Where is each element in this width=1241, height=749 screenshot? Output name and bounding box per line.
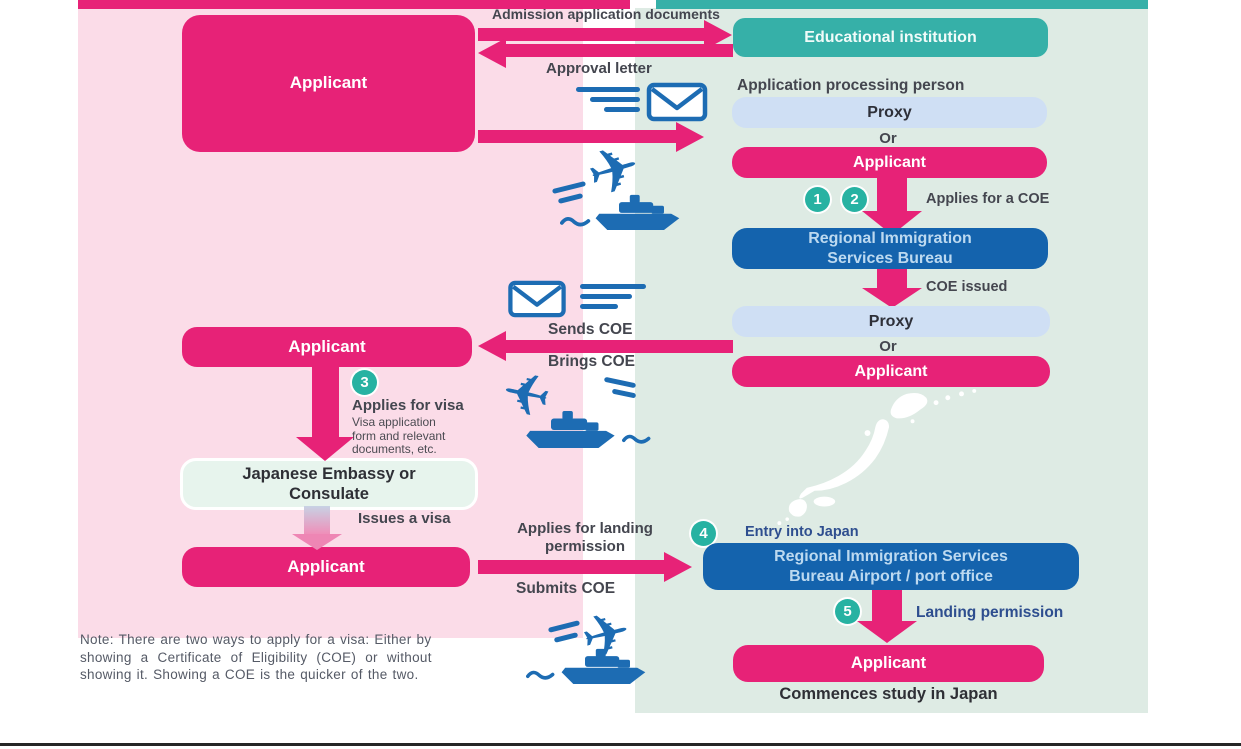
applies-landing-label: Applies for landing permission	[482, 520, 688, 556]
landing-permission-label: Landing permission	[916, 604, 1064, 621]
arrow-to-institution	[478, 28, 704, 41]
commences-label: Commences study in Japan	[779, 685, 998, 703]
arrow-applies-visa	[312, 367, 339, 439]
applicant-label: Applicant	[850, 653, 927, 672]
embassy-box: Japanese Embassy or Consulate	[180, 458, 478, 510]
applies-coe-label: Applies for a COE	[926, 191, 1050, 207]
applicant-box-final: Applicant	[733, 645, 1044, 682]
admission-docs-label: Admission application documents	[492, 6, 720, 22]
airplane-trail	[603, 376, 637, 389]
visa-docs-line2: form and relevant	[352, 428, 446, 443]
bottom-rule	[0, 743, 1241, 746]
educational-institution-label: Educational institution	[804, 28, 977, 46]
japan-map	[777, 388, 977, 526]
wave-icon	[560, 216, 591, 227]
applies-landing-line1: Applies for landing	[517, 520, 653, 537]
arrow-applies-visa-head	[296, 437, 354, 461]
note-line-3: showing it. Showing a COE is the quicker…	[80, 667, 419, 682]
proxy-box-1: Proxy	[732, 97, 1047, 128]
arrow-issues-visa	[304, 506, 330, 534]
airport-office-line2: Bureau Airport / port office	[789, 567, 993, 585]
visa-docs-line1: Visa application	[352, 415, 436, 429]
applies-visa-label: Applies for visa	[352, 397, 464, 414]
speed-lines-icon	[576, 87, 640, 117]
proxy-label: Proxy	[867, 103, 912, 121]
sends-coe-label: Sends COE	[548, 321, 633, 338]
step-4-badge: 4	[691, 521, 716, 546]
arrow-submits-coe	[478, 560, 664, 574]
note-line-1: Note: There are two ways to apply for a …	[80, 632, 432, 647]
arrow-landing	[872, 590, 902, 621]
approval-letter-label: Approval letter	[546, 60, 652, 77]
applicant-box-r1: Applicant	[732, 147, 1047, 178]
proxy-label: Proxy	[868, 312, 914, 330]
arrow-to-proxy-head	[676, 121, 704, 152]
ship-icon	[595, 194, 680, 230]
arrow-landing-head	[857, 621, 917, 643]
visa-docs-note: Visa application form and relevant docum…	[352, 415, 446, 457]
applicant-box-3: Applicant	[182, 547, 470, 587]
wave-icon	[526, 670, 555, 680]
arrow-coe-issued-head	[862, 288, 922, 308]
arrow-applies-coe	[877, 177, 907, 211]
wave-icon	[622, 434, 651, 444]
arrow-issues-visa-head	[292, 534, 342, 550]
processing-person-label: Application processing person	[737, 77, 965, 94]
envelope-icon	[646, 82, 708, 122]
brings-coe-label: Brings COE	[548, 353, 635, 370]
entry-japan-label: Entry into Japan	[745, 524, 859, 540]
airport-office-line1: Regional Immigration Services	[774, 547, 1008, 565]
submits-coe-label: Submits COE	[516, 580, 616, 597]
step-1-badge: 1	[805, 187, 830, 212]
airport-office-box: Regional Immigration Services Bureau Air…	[703, 543, 1079, 590]
top-pink-bar	[78, 0, 630, 9]
embassy-line1: Japanese Embassy or	[242, 465, 416, 483]
note-line-2: showing a Certificate of Eligibility (CO…	[80, 650, 432, 665]
regional-bureau-line1: Regional Immigration	[808, 230, 972, 247]
educational-institution-box: Educational institution	[733, 18, 1048, 57]
coe-issued-label: COE issued	[926, 279, 1008, 295]
arrow-submits-coe-head	[664, 552, 692, 582]
applicant-box-r2: Applicant	[732, 356, 1050, 387]
applicant-box-2: Applicant	[182, 327, 472, 367]
airplane-trail	[611, 388, 637, 399]
applicant-label: Applicant	[288, 336, 366, 356]
arrow-sends-coe-head	[478, 331, 506, 361]
step-5-badge: 5	[835, 599, 860, 624]
or-label-2: Or	[879, 338, 897, 355]
regional-bureau-line2: Services Bureau	[827, 249, 953, 267]
envelope-icon	[508, 280, 566, 318]
step-3-badge: 3	[352, 370, 377, 395]
embassy-line2: Consulate	[289, 485, 369, 503]
issues-visa-label: Issues a visa	[358, 510, 451, 527]
applicant-box-main: Applicant	[182, 15, 475, 152]
applies-landing-line2: permission	[544, 538, 626, 555]
arrow-to-proxy	[478, 130, 676, 143]
or-label-1: Or	[879, 130, 897, 147]
ship-icon	[561, 648, 646, 684]
arrow-sends-coe	[506, 340, 733, 353]
arrow-approval	[506, 44, 733, 57]
step-2-badge: 2	[842, 187, 867, 212]
arrow-approval-head	[478, 38, 506, 68]
regional-bureau-box: Regional Immigration Services Bureau	[732, 228, 1048, 269]
applicant-label: Applicant	[287, 556, 365, 576]
ship-icon	[526, 410, 615, 448]
applicant-label: Applicant	[854, 362, 928, 380]
visa-docs-line3: documents, etc.	[352, 442, 437, 456]
top-teal-bar	[656, 0, 1148, 9]
arrow-coe-issued	[877, 269, 907, 290]
proxy-box-2: Proxy	[732, 306, 1050, 337]
speed-lines-icon	[580, 284, 646, 314]
applicant-label: Applicant	[853, 153, 926, 171]
applicant-label: Applicant	[289, 73, 368, 93]
